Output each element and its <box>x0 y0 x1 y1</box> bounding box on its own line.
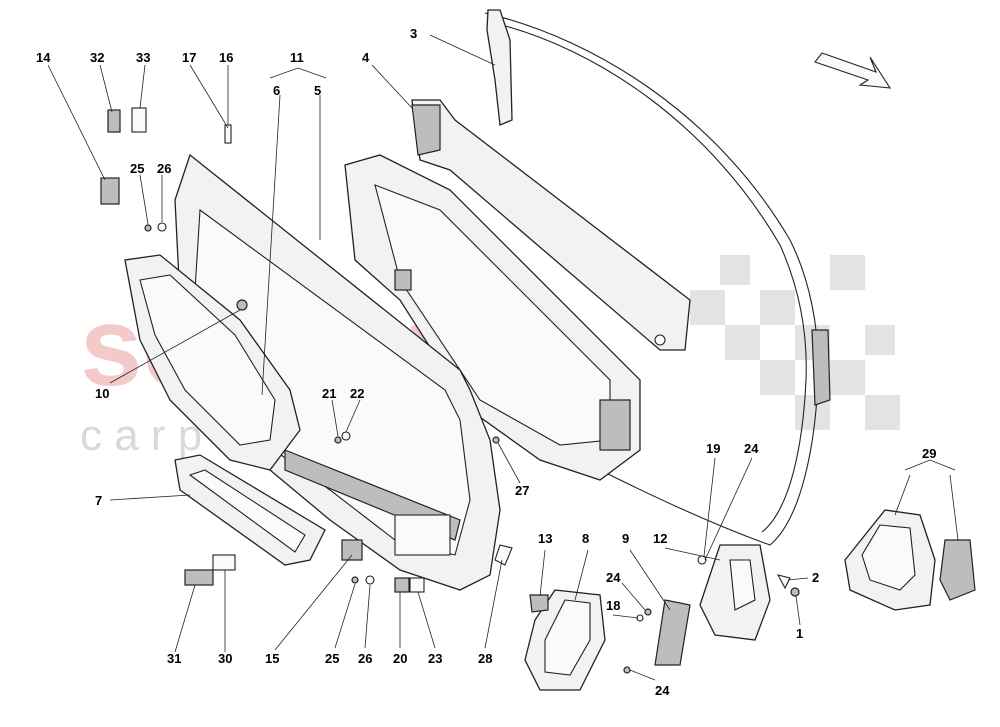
callout-24a: 24 <box>744 441 759 456</box>
callout-28: 28 <box>478 651 492 666</box>
inner-panel-cover <box>124 254 301 471</box>
clip-13 <box>529 594 549 613</box>
callout-15: 15 <box>265 651 279 666</box>
washer-22 <box>341 431 351 441</box>
callout-30: 30 <box>218 651 232 666</box>
speaker-cover <box>844 509 976 611</box>
main-door-panel <box>174 153 501 591</box>
washer-24b <box>644 608 652 616</box>
upper-trim-strip <box>411 99 691 351</box>
callout-31: 31 <box>167 651 181 666</box>
callout-27: 27 <box>515 483 529 498</box>
callout-32: 32 <box>90 50 104 65</box>
inner-door-frame <box>344 154 641 481</box>
lock-mechanism <box>654 544 771 666</box>
callout-4: 4 <box>362 50 370 65</box>
callout-3: 3 <box>410 26 417 41</box>
clip-28 <box>494 544 513 566</box>
washer-26a <box>157 222 167 232</box>
clip-32 <box>107 109 121 133</box>
callout-18: 18 <box>606 598 620 613</box>
washer-19 <box>697 555 707 565</box>
switch-31 <box>184 569 214 586</box>
callout-19: 19 <box>706 441 720 456</box>
callout-25b: 25 <box>325 651 339 666</box>
callout-6: 6 <box>273 83 280 98</box>
clip-20 <box>394 577 410 593</box>
callout-5: 5 <box>314 83 321 98</box>
callout-1: 1 <box>796 626 803 641</box>
callout-13: 13 <box>538 531 552 546</box>
callout-16: 16 <box>219 50 233 65</box>
callout-8: 8 <box>582 531 589 546</box>
callout-29: 29 <box>922 446 936 461</box>
callout-24c: 24 <box>655 683 670 698</box>
callout-10: 10 <box>95 386 109 401</box>
callout-20: 20 <box>393 651 407 666</box>
screw-21 <box>334 436 342 444</box>
bolt-1 <box>790 587 800 597</box>
screw-24c <box>623 666 631 674</box>
callout-21: 21 <box>322 386 336 401</box>
callout-24b: 24 <box>606 570 621 585</box>
callout-26a: 26 <box>157 161 171 176</box>
clip-15 <box>341 539 363 561</box>
callout-26b: 26 <box>358 651 372 666</box>
callout-9: 9 <box>622 531 629 546</box>
clip-33 <box>131 107 147 133</box>
window-frame-seal <box>484 9 831 546</box>
callout-33: 33 <box>136 50 150 65</box>
direction-arrow <box>814 52 892 89</box>
screw-25a <box>144 224 152 232</box>
callout-7: 7 <box>95 493 102 508</box>
callout-22: 22 <box>350 386 364 401</box>
callout-17: 17 <box>182 50 196 65</box>
door-pocket <box>524 589 606 691</box>
callout-2: 2 <box>812 570 819 585</box>
switch-30 <box>212 554 236 571</box>
washer-26b <box>365 575 375 585</box>
armrest <box>174 454 326 566</box>
screw-27 <box>492 436 500 444</box>
small-hardware <box>100 107 800 674</box>
leader-lines <box>47 34 959 681</box>
callout-11: 11 <box>290 50 304 65</box>
checkered-flag-watermark <box>690 255 900 430</box>
clip-2 <box>776 574 791 590</box>
switch-14 <box>100 177 120 205</box>
callout-12: 12 <box>653 531 667 546</box>
callout-25a: 25 <box>130 161 144 176</box>
callout-14: 14 <box>36 50 51 65</box>
screw-25b <box>351 576 359 584</box>
callout-23: 23 <box>428 651 442 666</box>
clip-23 <box>409 577 425 593</box>
callout-labels: 14 32 33 17 16 11 6 5 4 3 25 26 10 7 21 … <box>36 26 936 698</box>
